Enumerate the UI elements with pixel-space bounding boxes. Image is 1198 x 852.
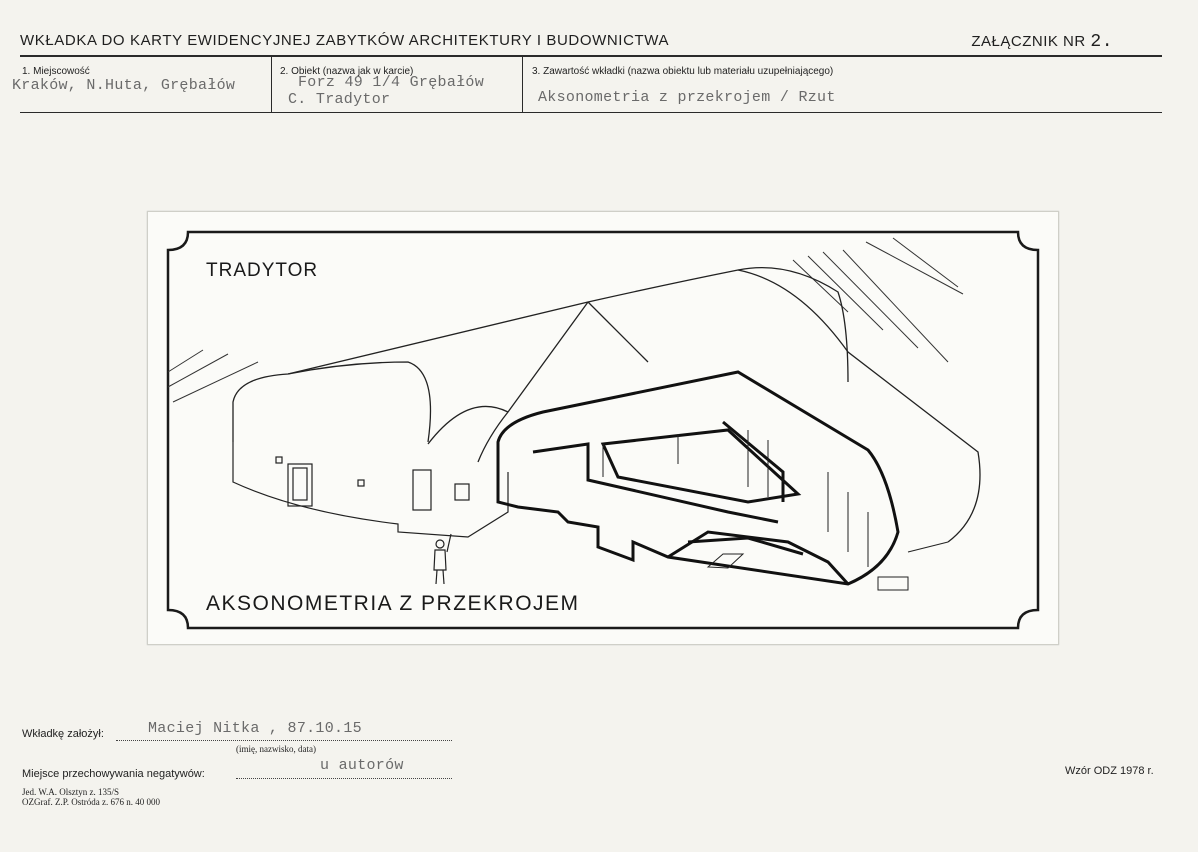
front-facade: [232, 442, 509, 538]
hatch-left: [167, 349, 259, 403]
drawing-artwork: TRADYTOR AKSONOMETRIA Z PRZEKROJEM: [166, 230, 1040, 630]
field-divider: [271, 56, 272, 113]
field-divider: [522, 56, 523, 113]
object-value-line2: C. Tradytor: [288, 91, 391, 108]
created-by-hint: (imię, nazwisko, data): [236, 744, 316, 754]
section-cut: [496, 370, 900, 586]
created-by-value: Maciej Nitka , 87.10.15: [148, 720, 362, 737]
content-value: Aksonometria z przekrojem / Rzut: [538, 89, 836, 106]
content-label: 3. Zawartość wkładki (nazwa obiektu lub …: [532, 66, 834, 77]
annex-number: 2.: [1090, 32, 1113, 52]
created-by-dotted-line: [116, 740, 452, 741]
roof-outline: [232, 267, 981, 543]
drawing-frame: [166, 230, 1040, 630]
form-code: Wzór ODZ 1978 r.: [1065, 765, 1154, 777]
drawing-title: TRADYTOR: [206, 260, 318, 281]
location-label: 1. Miejscowość: [22, 66, 90, 77]
annex-label-text: ZAŁĄCZNIK NR: [971, 33, 1086, 50]
printer-line-1: Jed. W.A. Olsztyn z. 135/S: [22, 787, 120, 797]
axonometric-drawing: TRADYTOR AKSONOMETRIA Z PRZEKROJEM: [147, 211, 1059, 645]
drawing-caption: AKSONOMETRIA Z PRZEKROJEM: [206, 592, 580, 615]
fields-rule: [20, 112, 1162, 113]
object-value-line1: Forz 49 1/4 Grębałów: [298, 74, 485, 91]
soldier-figure: [433, 533, 452, 585]
negatives-value: u autorów: [320, 757, 404, 774]
hatch-right: [792, 237, 964, 363]
printer-line-2: OZGraf. Z.P. Ostróda z. 676 n. 40 000: [22, 797, 160, 807]
negatives-dotted-line: [236, 778, 452, 779]
header-rule: [20, 55, 1162, 57]
location-value: Kraków, N.Huta, Grębałów: [12, 77, 236, 94]
interior-walls: [602, 430, 949, 591]
negatives-label: Miejsce przechowywania negatywów:: [22, 768, 205, 780]
annex-label: ZAŁĄCZNIK NR 2.: [971, 32, 1113, 52]
object-label: 2. Obiekt (nazwa jak w karcie): [280, 66, 414, 77]
created-by-label: Wkładkę założył:: [22, 728, 104, 740]
form-title: WKŁADKA DO KARTY EWIDENCYJNEJ ZABYTKÓW A…: [20, 32, 670, 49]
